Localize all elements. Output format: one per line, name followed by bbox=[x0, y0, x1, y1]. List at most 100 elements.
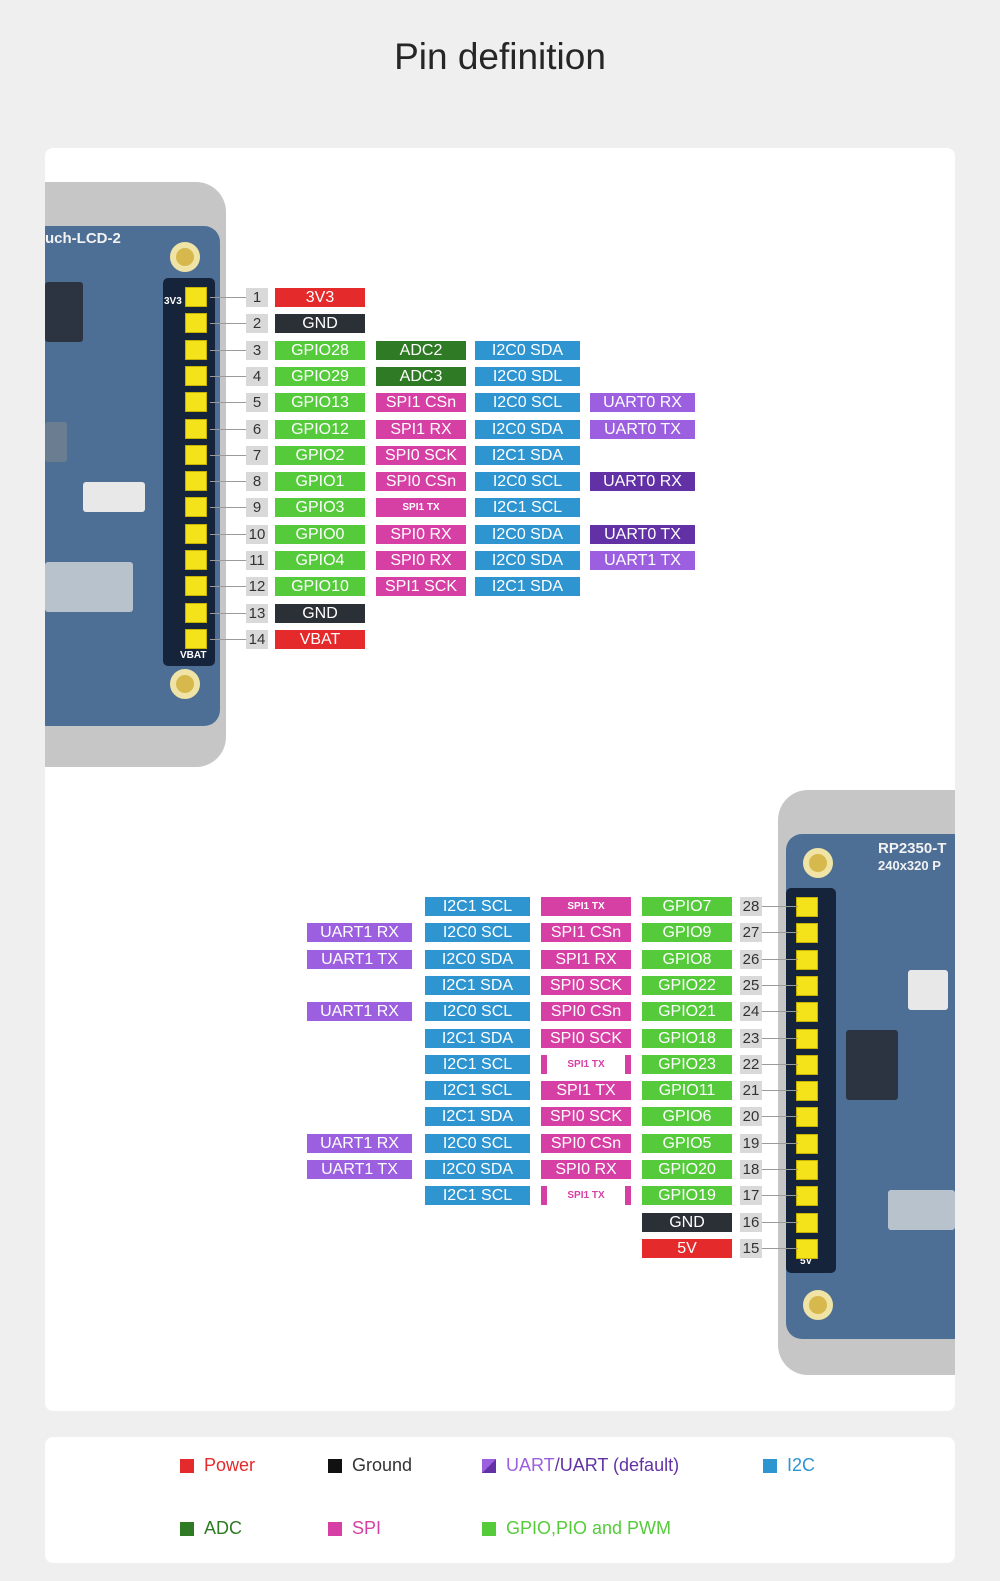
legend-swatch bbox=[180, 1458, 194, 1473]
spi-label: SPI0 SCK bbox=[541, 976, 631, 995]
right-board-label-2: 240x320 P bbox=[878, 858, 941, 873]
legend-swatch bbox=[763, 1458, 777, 1473]
gpio-label: GPIO29 bbox=[275, 367, 365, 386]
pin-leader-line bbox=[210, 586, 246, 587]
i2c-label: I2C1 SCL bbox=[425, 897, 530, 916]
header-pin bbox=[185, 340, 207, 360]
power-label: 5V bbox=[642, 1239, 732, 1258]
i2c-label: I2C0 SCL bbox=[425, 1002, 530, 1021]
mount-hole bbox=[170, 669, 200, 699]
legend-swatch bbox=[482, 1458, 496, 1473]
gpio-label: GPIO23 bbox=[642, 1055, 732, 1074]
header-pin bbox=[796, 1107, 818, 1127]
pin-leader-line bbox=[762, 1143, 798, 1144]
gpio-label: GPIO2 bbox=[275, 446, 365, 465]
gpio-label: GPIO6 bbox=[642, 1107, 732, 1126]
left-connector bbox=[83, 482, 145, 512]
left-fpc bbox=[45, 562, 133, 612]
header-pin bbox=[185, 287, 207, 307]
i2c-label: I2C0 SDA bbox=[475, 525, 580, 544]
uart-label: UART0 TX bbox=[590, 420, 695, 439]
legend-label: SPI bbox=[352, 1518, 382, 1538]
pin-number: 26 bbox=[740, 950, 762, 969]
header-pin bbox=[796, 1160, 818, 1180]
pin-number: 21 bbox=[740, 1081, 762, 1100]
pin-number: 4 bbox=[246, 367, 268, 386]
gpio-label: GPIO7 bbox=[642, 897, 732, 916]
gpio-label: GPIO10 bbox=[275, 577, 365, 596]
pin-number: 7 bbox=[246, 446, 268, 465]
spi-label: SPI0 SCK bbox=[376, 446, 466, 465]
legend-label-suffix: /UART (default) bbox=[554, 1455, 680, 1475]
i2c-label: I2C1 SCL bbox=[425, 1055, 530, 1074]
pin-number: 25 bbox=[740, 976, 762, 995]
i2c-label: I2C0 SDA bbox=[425, 950, 530, 969]
spi-label: SPI1 RX bbox=[541, 950, 631, 969]
legend-swatch bbox=[328, 1521, 342, 1536]
pin-number: 27 bbox=[740, 923, 762, 942]
pin-leader-line bbox=[210, 429, 246, 430]
i2c-label: I2C1 SDA bbox=[425, 976, 530, 995]
uart-label: UART1 TX bbox=[307, 1160, 412, 1179]
legend-label: Ground bbox=[352, 1455, 413, 1475]
gpio-label: GPIO18 bbox=[642, 1029, 732, 1048]
mount-hole bbox=[170, 242, 200, 272]
pin-leader-line bbox=[762, 932, 798, 933]
pin-number: 6 bbox=[246, 420, 268, 439]
right-fpc bbox=[888, 1190, 955, 1230]
uart-label: UART1 RX bbox=[307, 1002, 412, 1021]
i2c-label: I2C0 SDA bbox=[475, 341, 580, 360]
pin-leader-line bbox=[210, 350, 246, 351]
adc-label: ADC3 bbox=[376, 367, 466, 386]
header-pin bbox=[185, 471, 207, 491]
header-label-vbat: VBAT bbox=[180, 650, 207, 661]
pin-leader-line bbox=[762, 959, 798, 960]
ground-label: GND bbox=[275, 314, 365, 333]
legend-item-ground: Ground bbox=[328, 1455, 412, 1476]
legend-swatch bbox=[328, 1458, 342, 1473]
spi-label: SPI1 TX bbox=[376, 498, 466, 517]
legend-swatch bbox=[180, 1521, 194, 1536]
right-board: RP2350-T 240x320 P 5V bbox=[778, 790, 955, 1375]
page-title: Pin definition bbox=[394, 36, 606, 77]
power-label: VBAT bbox=[275, 630, 365, 649]
gpio-label: GPIO13 bbox=[275, 393, 365, 412]
spi-label: SPI0 RX bbox=[541, 1160, 631, 1179]
i2c-label: I2C1 SDA bbox=[475, 577, 580, 596]
spi-label: SPI0 RX bbox=[376, 551, 466, 570]
pin-number: 17 bbox=[740, 1186, 762, 1205]
pin-leader-line bbox=[762, 1038, 798, 1039]
uart-label: UART1 RX bbox=[307, 923, 412, 942]
header-pin bbox=[796, 1186, 818, 1206]
left-chip bbox=[45, 282, 83, 342]
header-pin bbox=[796, 1239, 818, 1259]
gpio-label: GPIO21 bbox=[642, 1002, 732, 1021]
header-pin bbox=[796, 1002, 818, 1022]
header-pin bbox=[185, 419, 207, 439]
header-pin bbox=[185, 392, 207, 412]
i2c-label: I2C0 SCL bbox=[425, 1134, 530, 1153]
left-chip-2 bbox=[45, 422, 67, 462]
pin-leader-line bbox=[762, 1195, 798, 1196]
pin-number: 13 bbox=[246, 604, 268, 623]
uart-label: UART1 TX bbox=[590, 551, 695, 570]
header-pin bbox=[185, 445, 207, 465]
pin-leader-line bbox=[210, 613, 246, 614]
i2c-label: I2C0 SCL bbox=[475, 472, 580, 491]
header-pin bbox=[796, 976, 818, 996]
pin-leader-line bbox=[210, 507, 246, 508]
pin-number: 10 bbox=[246, 525, 268, 544]
i2c-label: I2C0 SCL bbox=[425, 923, 530, 942]
mount-hole bbox=[803, 848, 833, 878]
pin-leader-line bbox=[762, 1248, 798, 1249]
pin-leader-line bbox=[762, 1064, 798, 1065]
mount-hole bbox=[803, 1290, 833, 1320]
legend-item-power: Power bbox=[180, 1455, 255, 1476]
pin-leader-line bbox=[762, 1011, 798, 1012]
spi-label: SPI1 RX bbox=[376, 420, 466, 439]
spi-label: SPI1 TX bbox=[541, 897, 631, 916]
header-pin bbox=[185, 629, 207, 649]
pin-leader-line bbox=[210, 481, 246, 482]
header-pin bbox=[185, 603, 207, 623]
i2c-label: I2C1 SDA bbox=[475, 446, 580, 465]
